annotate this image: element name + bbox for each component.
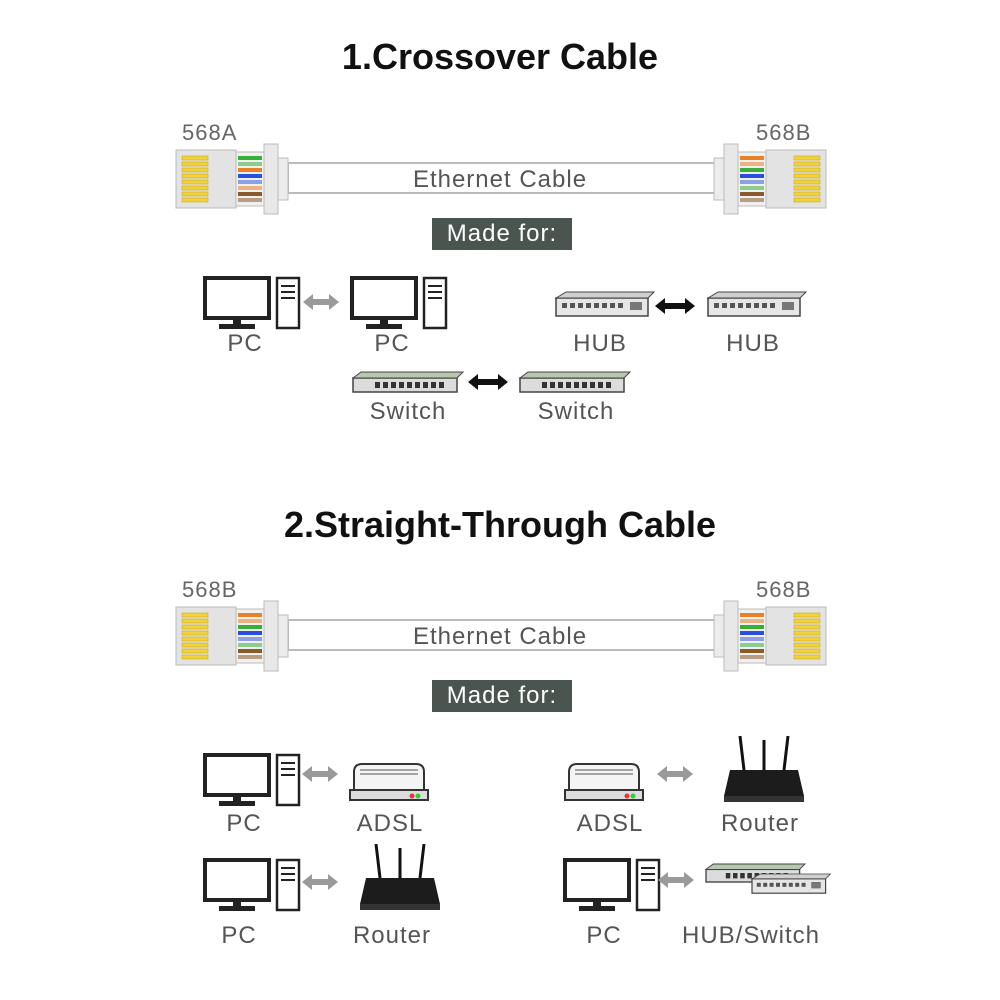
straight-through-cable [175,600,827,672]
adsl-modem-icon [564,763,644,801]
router-icon [722,734,806,804]
device-label: HUB/Switch [681,922,821,949]
switch-icon [519,371,631,393]
double-arrow-icon [468,374,508,390]
device-label: Router [720,810,800,837]
double-arrow-icon [302,766,338,782]
hub-icon [751,873,832,894]
made-for-badge: Made for: [432,218,572,250]
device-label: ADSL [576,810,644,837]
crossover-title: 1.Crossover Cable [341,36,659,77]
device-label: PC [374,330,410,357]
double-arrow-icon [655,298,695,314]
ethernet-cable-label: Ethernet Cable [412,623,588,650]
pc-icon [203,753,301,808]
left-plug-568a [175,143,289,215]
right-plug-568b [713,143,827,215]
device-label: Switch [369,398,447,425]
ethernet-cable-label: Ethernet Cable [412,166,588,193]
right-plug-568b [713,600,827,672]
device-label: ADSL [356,810,424,837]
double-arrow-icon [657,766,693,782]
pc-icon [203,276,301,331]
hub-icon [707,291,807,317]
switch-icon [352,371,464,393]
hub-icon [555,291,655,317]
device-label: HUB [573,330,627,357]
made-for-badge: Made for: [432,680,572,712]
straight-through-title: 2.Straight-Through Cable [284,504,716,545]
double-arrow-icon [303,294,339,310]
left-standard-label: 568A [182,120,238,145]
left-standard-label: 568B [182,577,238,602]
device-label: Router [352,922,432,949]
double-arrow-icon [658,872,694,888]
left-plug-568b [175,600,289,672]
device-label: PC [227,330,263,357]
right-standard-label: 568B [756,120,812,145]
device-label: HUB [726,330,780,357]
pc-icon [350,276,448,331]
crossover-cable [175,143,827,215]
pc-icon [203,858,301,913]
device-label: PC [226,810,262,837]
device-label: PC [221,922,257,949]
right-standard-label: 568B [756,577,812,602]
device-label: PC [586,922,622,949]
device-label: Switch [537,398,615,425]
double-arrow-icon [302,874,338,890]
router-icon [358,842,442,912]
adsl-modem-icon [349,763,429,801]
pc-icon [563,858,661,913]
